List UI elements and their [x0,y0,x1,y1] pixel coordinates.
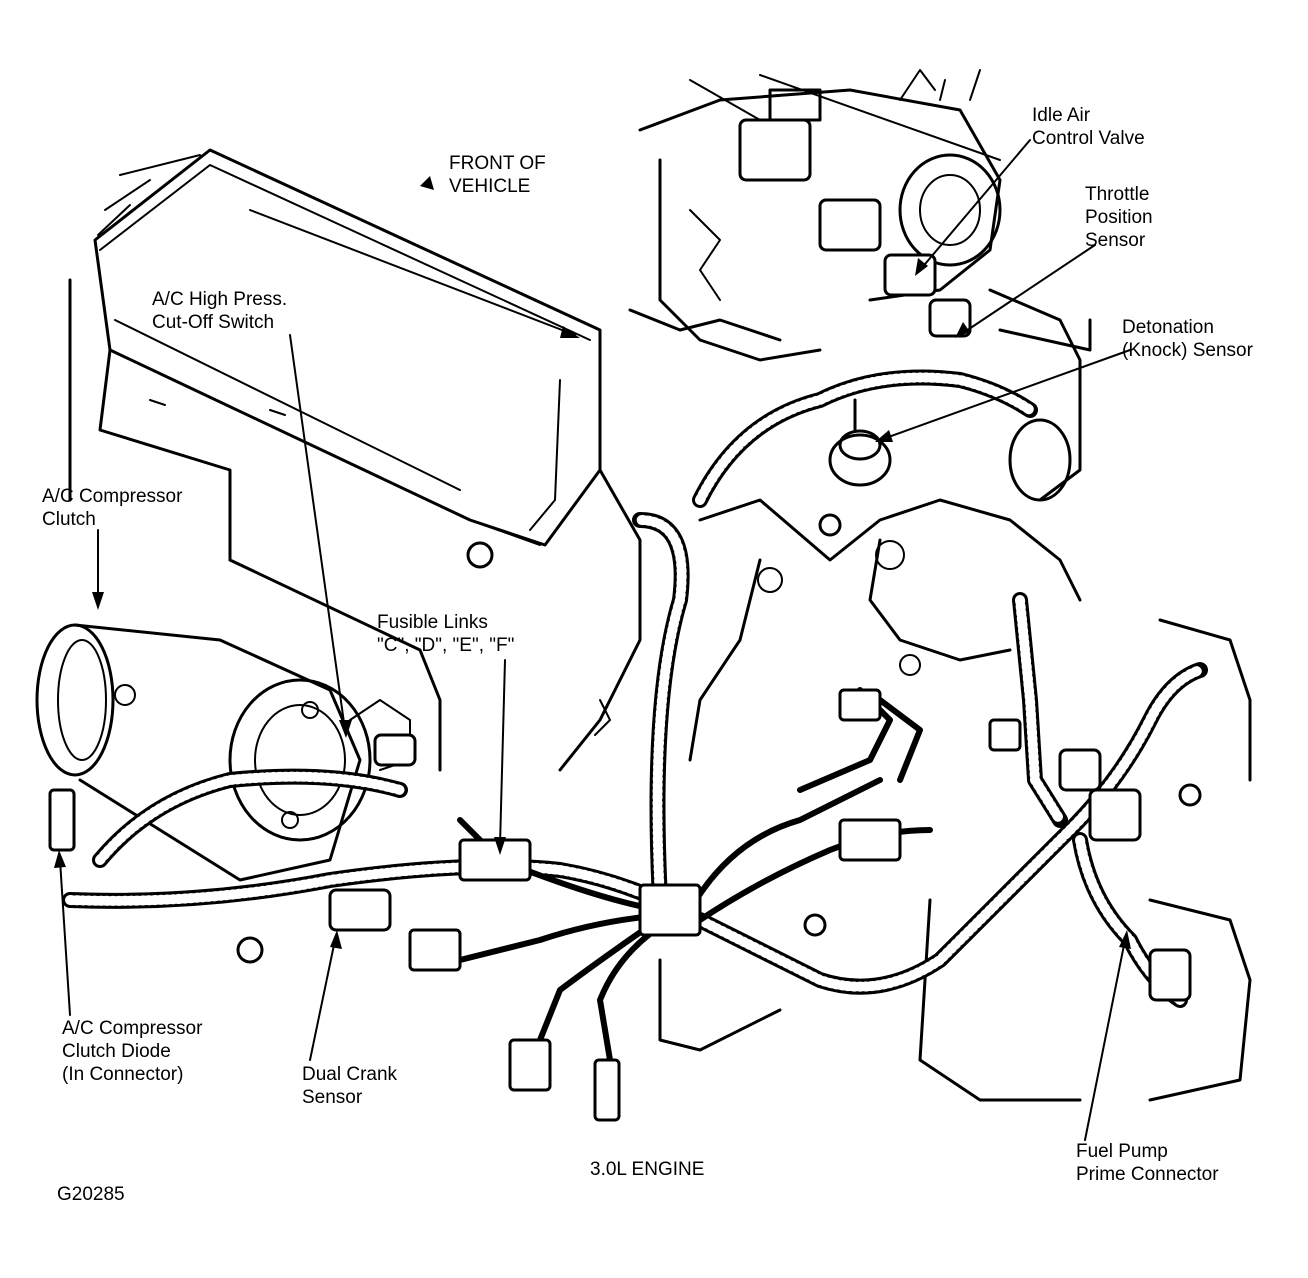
figure-caption: 3.0L ENGINE [590,1159,705,1180]
label-ac-clutch-diode: A/C Compressor Clutch Diode (In Connecto… [62,1018,203,1085]
label-detonation-sensor: Detonation (Knock) Sensor [1122,317,1253,361]
ac-compressor [35,623,417,882]
wiring-harness [48,369,1208,1122]
figure-code: G20285 [57,1184,125,1205]
label-dual-crank-sensor: Dual Crank Sensor [302,1064,398,1108]
label-front-of-vehicle: FRONT OF VEHICLE [449,153,546,197]
label-fuel-pump-prime-connector: Fuel Pump Prime Connector [1076,1141,1219,1185]
label-ac-compressor-clutch: A/C Compressor Clutch [42,486,183,530]
label-throttle-position-sensor: Throttle Position Sensor [1085,184,1153,251]
leader-lines [54,139,1131,1141]
label-ac-high-press-switch: A/C High Press. Cut-Off Switch [152,289,288,333]
engine-block [68,278,1252,1102]
valve-cover [93,148,602,569]
label-fusible-links: Fusible Links "C", "D", "E", "F" [377,612,515,656]
throttle-body [628,69,1002,362]
coolant-pipe [828,288,1092,502]
label-idle-air-control-valve: Idle Air Control Valve [1032,105,1145,149]
